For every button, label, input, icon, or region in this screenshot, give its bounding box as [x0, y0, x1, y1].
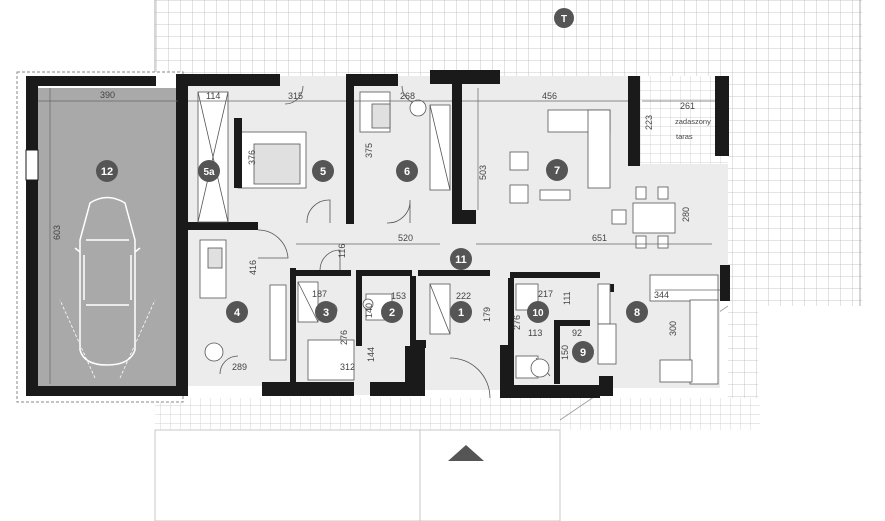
dimension-lines [38, 88, 720, 384]
garage-window [25, 149, 39, 181]
terrace-label-1: zadaszony [675, 117, 711, 126]
dim-92: 92 [572, 328, 582, 338]
dim-300: 300 [668, 321, 678, 336]
room-badge-10: 10 [527, 301, 549, 323]
room-badge-11: 11 [450, 248, 472, 270]
garage-wall-bottom [26, 386, 181, 396]
room-number-7: 7 [554, 165, 560, 177]
dim-116: 116 [337, 244, 347, 258]
dim-276-a: 276 [339, 330, 349, 345]
room-number-12: 12 [101, 166, 113, 178]
room-number-2: 2 [389, 307, 395, 319]
dim-113: 113 [528, 328, 542, 338]
dim-222: 222 [456, 291, 471, 301]
room-badge-7: 7 [546, 159, 568, 181]
front-paving [155, 398, 760, 430]
dim-280: 280 [681, 207, 691, 222]
dim-153: 153 [391, 291, 406, 301]
room-number-5: 5 [320, 166, 326, 178]
dim-456: 456 [542, 91, 557, 101]
room-number-6: 6 [404, 166, 410, 178]
entrance-arrow [448, 445, 484, 461]
room-badge-5: 5 [312, 160, 334, 182]
room-number-5a: 5a [203, 167, 215, 178]
dim-217: 217 [538, 289, 553, 299]
dim-289: 289 [232, 362, 247, 372]
room-number-11: 11 [455, 254, 467, 266]
dim-375: 375 [364, 143, 374, 158]
room-badge-12: 12 [96, 160, 118, 182]
dim-111: 111 [562, 291, 572, 305]
dim-114: 114 [206, 91, 220, 101]
dim-416: 416 [248, 260, 258, 275]
room-badge-4: 4 [226, 301, 248, 323]
room-badge-T: T [554, 8, 574, 28]
terrace-label-2: taras [676, 132, 693, 141]
entrance-path [154, 429, 561, 521]
room-number-9: 9 [580, 347, 586, 359]
dim-140: 140 [364, 303, 374, 318]
room-number-4: 4 [234, 307, 241, 319]
dim-garage-width: 390 [100, 90, 115, 100]
dim-144: 144 [366, 347, 376, 362]
dim-315: 315 [288, 91, 303, 101]
dim-312: 312 [340, 362, 355, 372]
dim-503: 503 [478, 165, 488, 180]
room-number-8: 8 [634, 307, 640, 319]
dim-223: 223 [644, 115, 654, 130]
dim-268: 268 [400, 91, 415, 101]
doors [219, 85, 491, 399]
room-number-10: 10 [532, 308, 544, 319]
walls [176, 70, 730, 398]
terrace-grid-right [728, 76, 862, 306]
dim-376: 376 [247, 150, 257, 165]
garage-door-swing-2 [119, 299, 156, 379]
dim-garage-depth: 603 [52, 225, 62, 240]
room-badge-3: 3 [315, 301, 337, 323]
room-badge-1: 1 [450, 301, 472, 323]
terrace-covered [640, 76, 728, 164]
dim-179: 179 [482, 307, 492, 322]
room-number-3: 3 [323, 307, 329, 319]
garage-wall-top [26, 76, 156, 86]
room-badge-8: 8 [626, 301, 648, 323]
room-badge-5a: 5a [198, 160, 220, 182]
garage-wall-left [26, 85, 38, 390]
terrace-grid-top [155, 0, 862, 76]
dim-651: 651 [592, 233, 607, 243]
dim-261: 261 [680, 101, 695, 111]
furniture [197, 91, 719, 385]
room-number-T: T [561, 14, 567, 25]
dim-276-b: 276 [512, 315, 522, 330]
car-icon [74, 196, 141, 366]
garage-door-swing-1 [59, 299, 96, 379]
dim-150: 150 [560, 345, 570, 360]
garage-floor [38, 88, 178, 386]
room-badge-2: 2 [381, 301, 403, 323]
dim-520: 520 [398, 233, 413, 243]
room-badge-6: 6 [396, 160, 418, 182]
room-badge-9: 9 [572, 341, 594, 363]
dim-187: 187 [312, 289, 327, 299]
dim-344: 344 [654, 290, 669, 300]
room-number-1: 1 [458, 307, 464, 319]
